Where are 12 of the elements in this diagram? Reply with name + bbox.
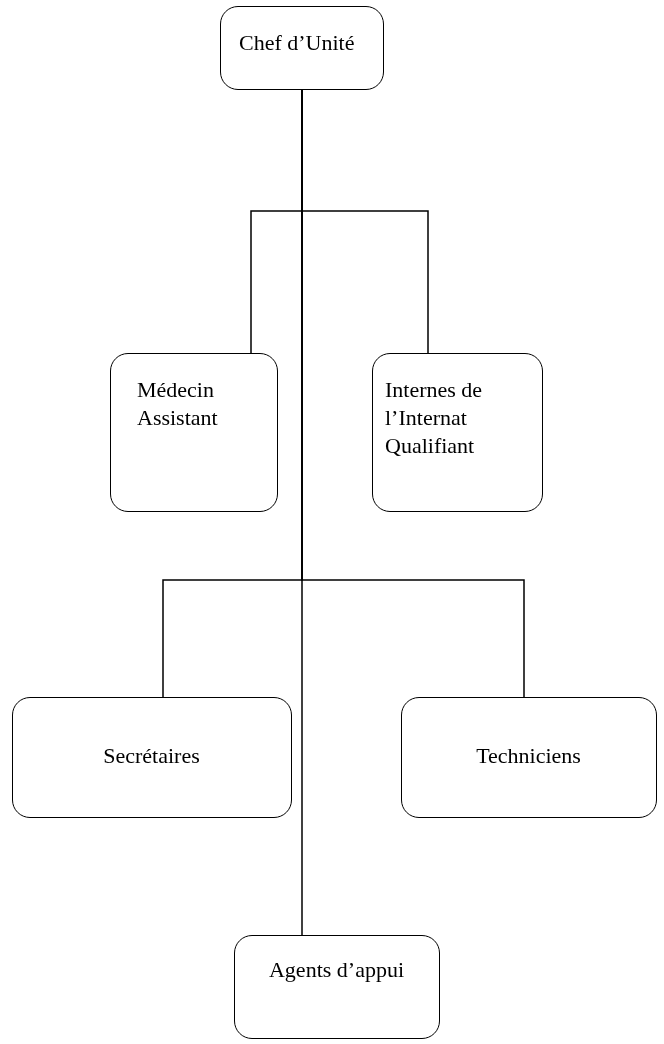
role-label: Secrétaires [102,742,201,770]
role-label: Chef d’Unité [239,29,356,57]
org-box [12,697,292,818]
org-box [372,353,543,512]
role-label: Techniciens [475,742,582,770]
role-label: Médecin Assistant [137,376,219,432]
org-box [401,697,657,818]
role-label: Internes de l’Internat Qualifiant [385,376,484,460]
org-box [234,935,440,1039]
org-box [110,353,278,512]
role-label: Agents d’appui [268,956,405,984]
org-box [220,6,384,90]
